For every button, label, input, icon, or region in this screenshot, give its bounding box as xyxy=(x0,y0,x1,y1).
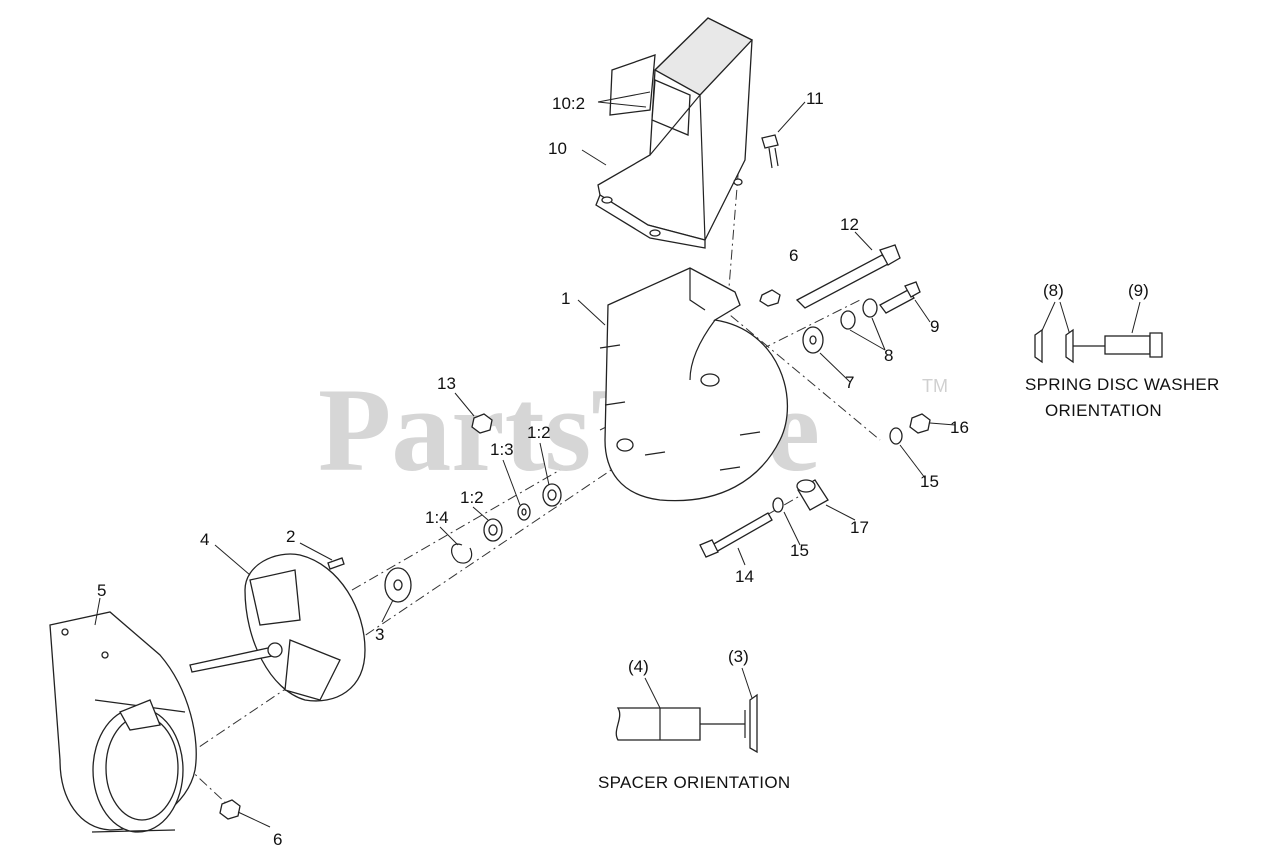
spring-washer-8b xyxy=(862,298,878,318)
callout-1: 1 xyxy=(561,289,570,308)
callout-11: 11 xyxy=(806,89,824,108)
spacer-washer-3-part xyxy=(384,567,412,603)
callout-8: 8 xyxy=(884,346,893,365)
washer-orientation-inset: (8) (9) SPRING DISC WASHER ORIENTATION xyxy=(1025,281,1220,420)
bearing-1-2-upper xyxy=(542,483,562,507)
callout-1-2-upper: 1:2 xyxy=(527,423,551,442)
spacer-orientation-inset: (4) (3) SPACER ORIENTATION xyxy=(598,647,790,792)
callout-14: 14 xyxy=(735,567,754,586)
callout-10-2: 10:2 xyxy=(552,94,585,113)
blower-housing-part xyxy=(599,267,788,502)
washer-15-lower xyxy=(772,497,784,513)
nut-6-upper xyxy=(759,289,781,307)
long-bolt-12-part xyxy=(795,244,901,309)
callout-5: 5 xyxy=(97,581,106,600)
spacer-17-part xyxy=(796,479,829,511)
fan-housing-5-part xyxy=(49,611,197,833)
callout-15-lower: 15 xyxy=(790,541,809,560)
callout-4: 4 xyxy=(200,530,209,549)
washer-7-part xyxy=(802,326,824,354)
callout-9: 9 xyxy=(930,317,939,336)
washer-inset-caption-line2: ORIENTATION xyxy=(1045,401,1162,420)
callout-7: 7 xyxy=(845,373,854,392)
spacer-1-3 xyxy=(517,503,531,521)
callout-17: 17 xyxy=(850,518,869,537)
spacer-inset-label-3: (3) xyxy=(728,647,749,666)
nut-13-part xyxy=(471,413,493,434)
callout-1-3: 1:3 xyxy=(490,440,514,459)
bearing-1-2-lower xyxy=(483,518,503,542)
snap-ring-1-4 xyxy=(451,543,473,564)
callout-1-4: 1:4 xyxy=(425,508,449,527)
callout-12: 12 xyxy=(840,215,859,234)
callout-1-2-lower: 1:2 xyxy=(460,488,484,507)
callout-6-upper: 6 xyxy=(789,246,798,265)
callout-10: 10 xyxy=(548,139,567,158)
callout-6-lower: 6 xyxy=(273,830,282,849)
spring-washer-8a xyxy=(840,310,856,330)
callout-13: 13 xyxy=(437,374,456,393)
callout-2: 2 xyxy=(286,527,295,546)
leader-lines xyxy=(94,91,956,828)
washer-15-upper xyxy=(889,427,903,445)
washer-inset-caption-line1: SPRING DISC WASHER xyxy=(1025,375,1220,394)
bolt-9-part xyxy=(879,281,921,314)
spacer-inset-label-4: (4) xyxy=(628,657,649,676)
washer-inset-label-8: (8) xyxy=(1043,281,1064,300)
bolt-14-part xyxy=(699,512,773,558)
watermark-trademark: TM xyxy=(922,376,948,396)
washer-inset-label-9: (9) xyxy=(1128,281,1149,300)
callout-labels: 10:2 11 10 12 6 1 9 8 7 13 16 15 1:2 1:3… xyxy=(97,89,969,849)
callout-16: 16 xyxy=(950,418,969,437)
key-2-part xyxy=(327,557,345,570)
callout-15-upper: 15 xyxy=(920,472,939,491)
impeller-4-part xyxy=(189,553,366,702)
spacer-inset-caption: SPACER ORIENTATION xyxy=(598,773,790,792)
callout-3: 3 xyxy=(375,625,384,644)
discharge-chute-part xyxy=(595,17,754,249)
nut-6-lower xyxy=(219,799,241,820)
nut-16-part xyxy=(909,413,931,434)
bolt-11-part xyxy=(761,134,779,169)
